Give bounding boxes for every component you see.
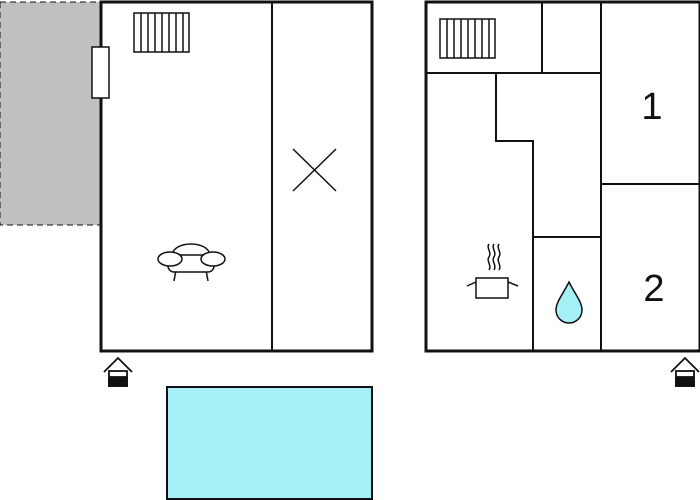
radiator-icon (133, 12, 190, 53)
radiator-icon (439, 18, 496, 59)
cross-icon (292, 148, 337, 192)
room-number-2: 2 (643, 268, 664, 310)
room-number-1: 1 (641, 86, 662, 128)
left-unit-outer-wall (99, 0, 374, 353)
entrance-icon (670, 356, 700, 387)
right-unit: 1 2 (424, 0, 700, 387)
door-icon (91, 46, 110, 99)
right-unit-interior-walls (426, 2, 700, 351)
left-unit (91, 0, 374, 387)
sofa-icon (157, 243, 226, 282)
water-drop-icon (555, 280, 583, 324)
cooking-pot-icon (466, 243, 519, 299)
entrance-icon (103, 356, 133, 387)
terrace (0, 1, 101, 226)
swimming-pool (166, 386, 373, 500)
